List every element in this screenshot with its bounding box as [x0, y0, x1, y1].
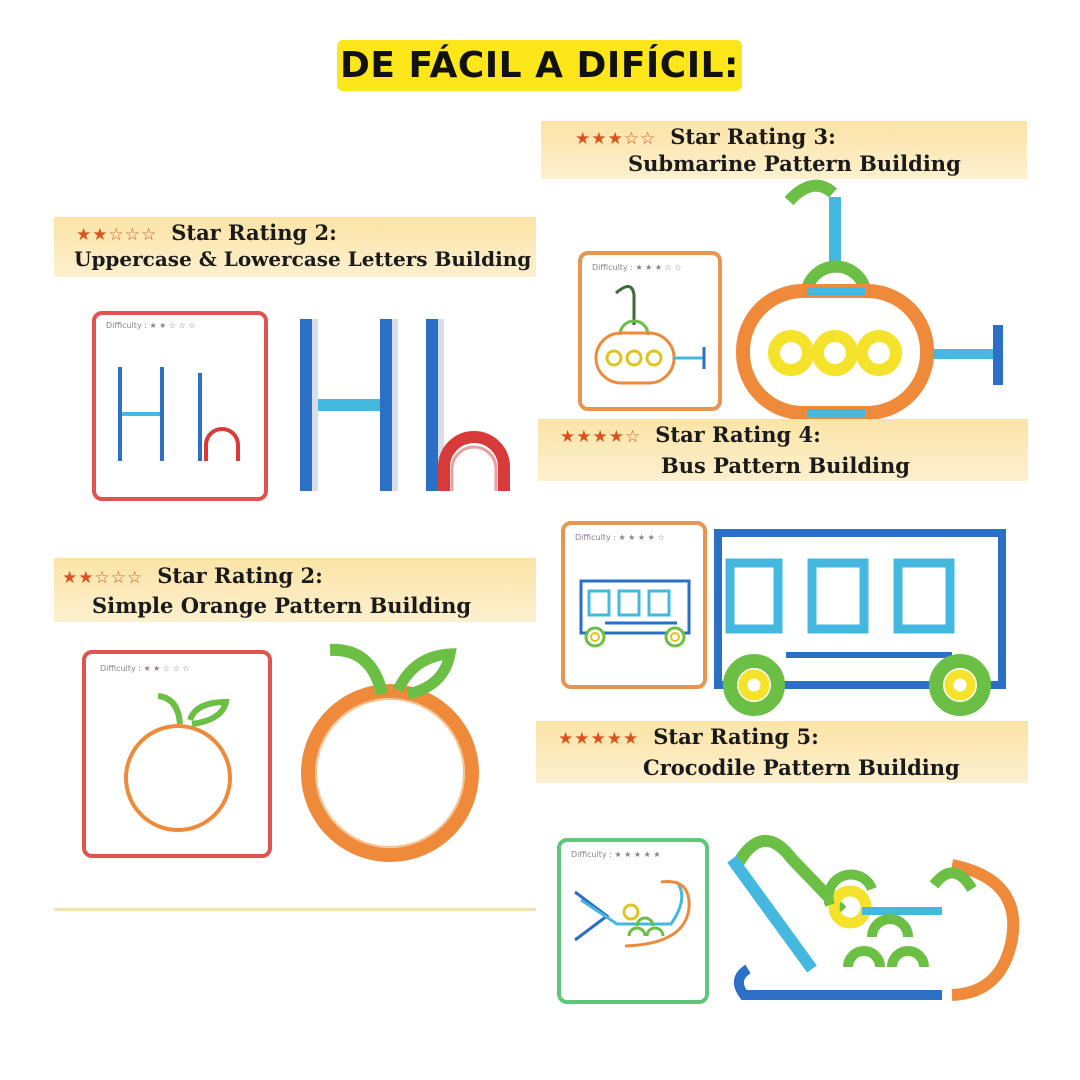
panel-header: ★★★☆☆ Star Rating 3: Submarine Pattern Bu…: [541, 121, 1027, 179]
panel-orange: ★★☆☆☆ Star Rating 2: Simple Orange Patter…: [54, 558, 536, 911]
difficulty-label: Difficulty: [575, 533, 611, 542]
panel-submarine: ★★★☆☆ Star Rating 3: Submarine Pattern Bu…: [541, 121, 1027, 420]
rating-label: Star Rating 4:: [655, 422, 821, 447]
panel-crocodile: ★★★★★ Star Rating 5: Crocodile Pattern Bu…: [536, 721, 1028, 1009]
orange-build-model: [301, 643, 479, 862]
panel-bus: ★★★★☆ Star Rating 4: Bus Pattern Building…: [538, 419, 1028, 721]
pattern-card: Difficulty : ★ ★ ☆ ☆ ☆: [82, 650, 272, 858]
submarine-build-model: [736, 179, 1003, 420]
difficulty-label: Difficulty: [100, 664, 136, 673]
bus-build-model: [714, 529, 1006, 716]
difficulty-label: Difficulty: [571, 850, 607, 859]
star-rating-icon: ★★★☆☆: [575, 129, 657, 149]
crocodile-build-model: [727, 835, 1020, 1001]
star-rating-icon: ★★☆☆☆: [76, 225, 158, 245]
submarine-card-drawing: [594, 285, 706, 385]
rating-label: Star Rating 5:: [653, 724, 819, 749]
difficulty-label: Difficulty: [592, 263, 628, 272]
star-rating-icon: ★★★★☆: [560, 427, 642, 447]
letters-card-drawing: [118, 367, 240, 461]
pattern-card: Difficulty : ★ ★ ★ ☆ ☆: [578, 251, 722, 411]
star-rating-icon: ★★☆☆☆: [62, 568, 144, 588]
page-title: DE FÁCIL A DIFÍCIL:: [337, 40, 742, 91]
panel-subtitle: Uppercase & Lowercase Letters Building: [74, 247, 532, 271]
panel-header: ★★☆☆☆ Star Rating 2: Uppercase & Lowercas…: [54, 217, 536, 277]
letters-build-model: [300, 319, 510, 491]
panel-header: ★★★★★ Star Rating 5: Crocodile Pattern Bu…: [536, 721, 1028, 783]
panel-subtitle: Crocodile Pattern Building: [643, 755, 960, 780]
rating-label: Star Rating 2:: [157, 563, 323, 588]
panel-subtitle: Bus Pattern Building: [661, 453, 910, 478]
difficulty-label: Difficulty: [106, 321, 142, 330]
panel-header: ★★☆☆☆ Star Rating 2: Simple Orange Patter…: [54, 558, 536, 622]
panel-subtitle: Simple Orange Pattern Building: [92, 593, 472, 618]
bus-card-drawing: [579, 579, 691, 648]
pattern-card: Difficulty : ★ ★ ☆ ☆ ☆: [92, 311, 268, 501]
panel-subtitle: Submarine Pattern Building: [628, 151, 961, 176]
panel-header: ★★★★☆ Star Rating 4: Bus Pattern Building: [538, 419, 1028, 481]
star-rating-icon: ★★★★★: [558, 729, 640, 749]
rating-label: Star Rating 3:: [670, 124, 836, 149]
crocodile-card-drawing: [574, 880, 691, 948]
orange-card-drawing: [124, 693, 232, 832]
rating-label: Star Rating 2:: [171, 220, 337, 245]
pattern-card: Difficulty : ★ ★ ★ ★ ☆: [561, 521, 707, 689]
pattern-card: Difficulty : ★ ★ ★ ★ ★: [557, 838, 709, 1004]
panel-letters: ★★☆☆☆ Star Rating 2: Uppercase & Lowercas…: [54, 217, 536, 557]
